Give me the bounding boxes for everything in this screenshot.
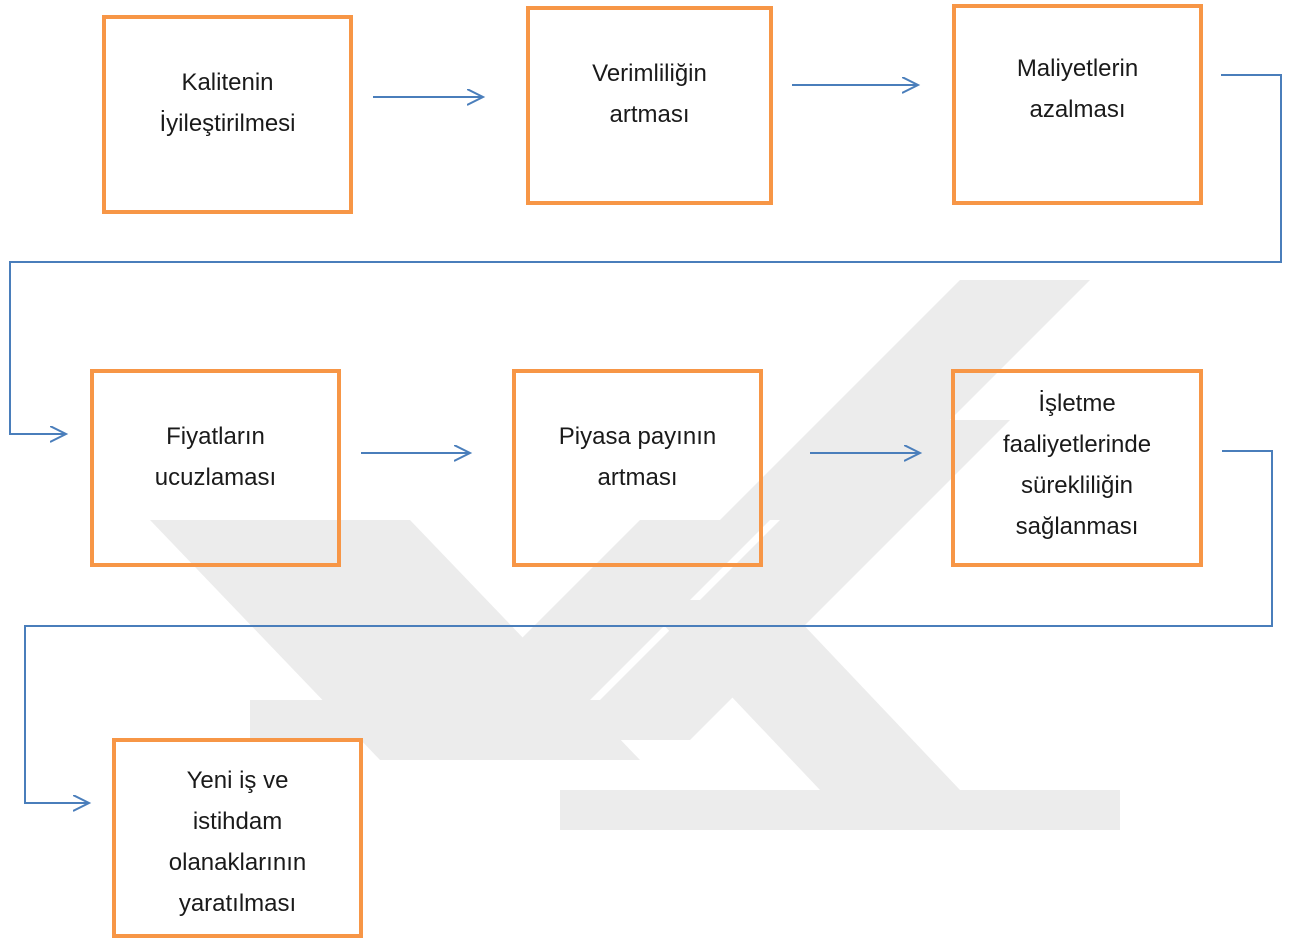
step-label-line: istihdam [192,808,283,835]
arrow-6-to-7 [24,450,1273,803]
step-label-line: artması [597,464,678,491]
step-label-line: faaliyetlerinde [1002,431,1152,458]
step-label-line: olanaklarının [168,849,307,876]
step-label-line: Kalitenin [181,69,274,96]
step-label-line: Yeni iş ve [186,767,289,794]
step-label-line: Piyasa payının [558,423,717,450]
step-label-line: ucuzlaması [154,464,277,491]
step-box-maliyetlerin-azalmasi: Maliyetlerin azalması [952,4,1203,205]
step-label-line: azalması [1029,96,1126,123]
step-box-isletme-faaliyetlerinde-sureklilik: İşletme faaliyetlerinde sürekliliğin sağ… [951,369,1203,567]
arrow-3-to-4 [9,74,1282,434]
step-label-line: artması [609,101,690,128]
step-label-line: Fiyatların [166,423,265,450]
step-box-yeni-is-ve-istihdam: Yeni iş ve istihdam olanaklarının yaratı… [112,738,363,938]
step-box-piyasa-payinin-artmasi: Piyasa payının artması [512,369,763,567]
step-label-line: İşletme [1038,390,1116,417]
step-label-line: sürekliliğin [1020,472,1134,499]
step-box-fiyatlarin-ucuzlamasi: Fiyatların ucuzlaması [90,369,341,567]
step-box-kalitenin-iyilestirilmesi: Kalitenin İyileştirilmesi [102,15,353,214]
step-label-line: İyileştirilmesi [159,110,296,137]
step-box-verimliligin-artmasi: Verimliliğin artması [526,6,773,205]
step-label-line: Maliyetlerin [1016,55,1139,82]
step-label-line: Verimliliğin [592,60,707,87]
step-label-line: yaratılması [178,890,297,917]
step-label-line: sağlanması [1015,513,1139,540]
